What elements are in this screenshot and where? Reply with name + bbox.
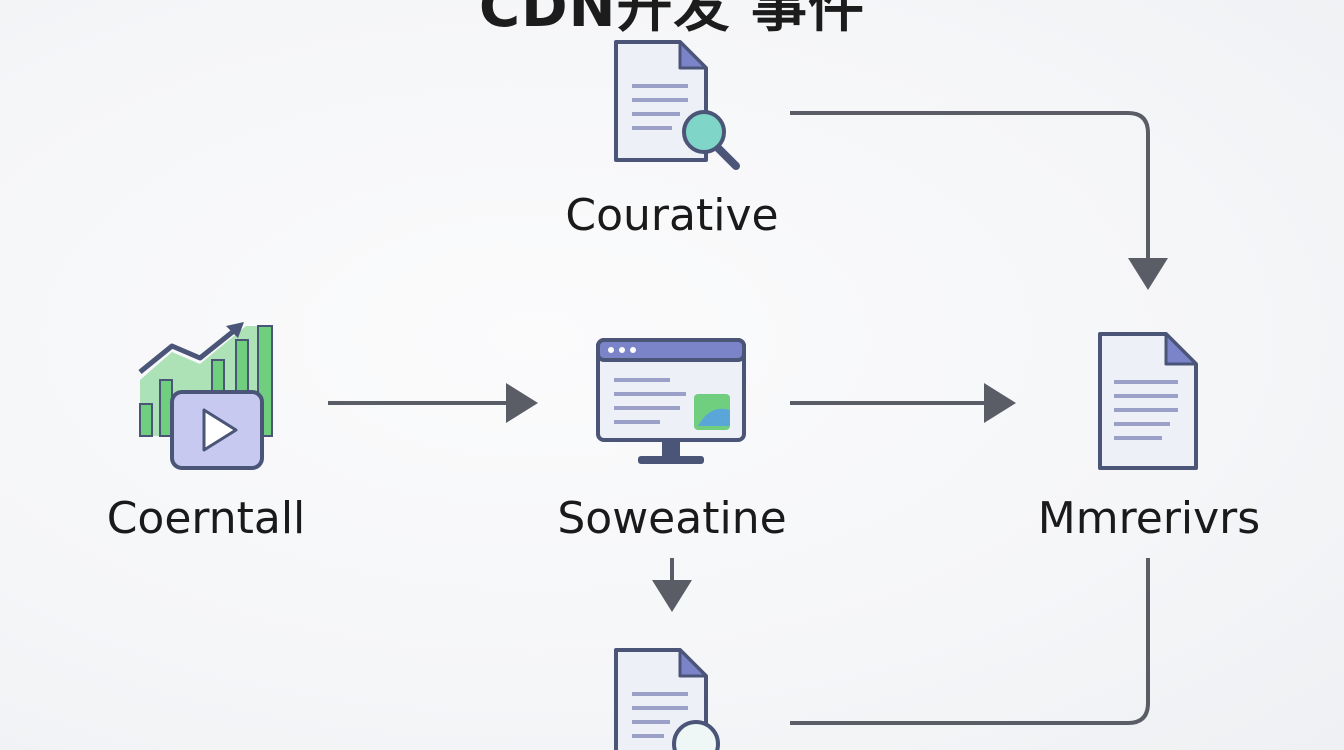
monitor-icon [596,338,746,464]
diagram-title: CDN开发 事件 [479,0,865,40]
node-label-mmrerivrs: Mmrerivrs [1037,493,1261,544]
document-search-icon [614,648,720,750]
edge-bottom-to-mmrerivrs [790,558,1150,725]
document-search-icon [614,40,740,170]
document-icon [1098,332,1198,470]
node-label-soweatine: Soweatine [557,493,787,544]
chart-video-icon [138,322,273,470]
node-label-courative: Courative [565,190,779,241]
node-label-coerntall: Coerntall [106,493,306,544]
edge-courative-to-mmrerivrs [790,111,1168,290]
